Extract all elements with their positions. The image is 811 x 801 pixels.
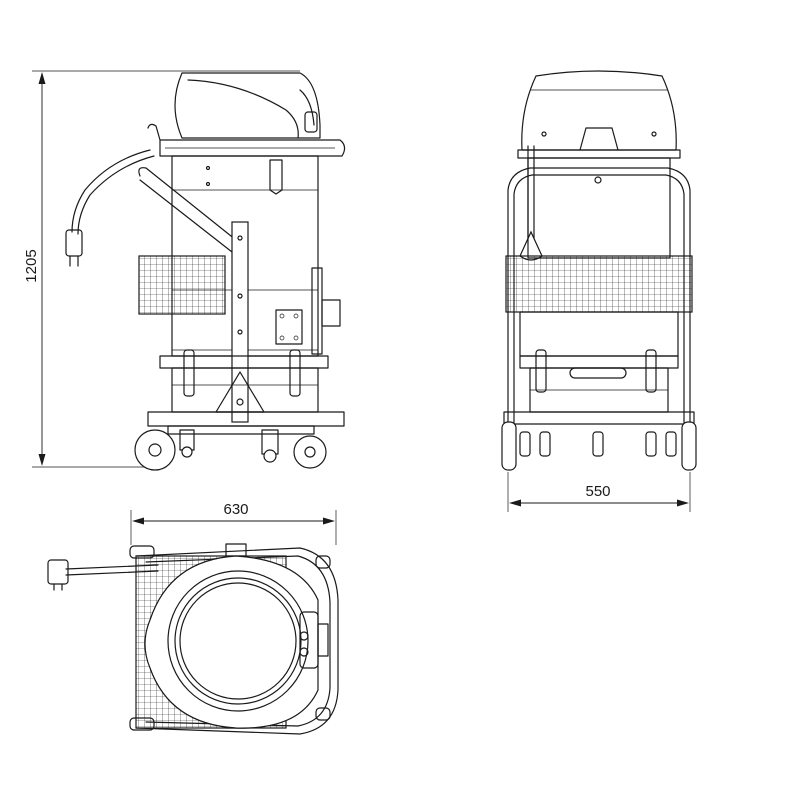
front-base [501,411,697,471]
side-base [134,411,345,471]
front-left-wheel [501,421,517,471]
front-lower-drum [519,311,679,413]
length-dimension: 630 [130,501,337,545]
height-dimension: 1205 [23,70,300,468]
side-handle [138,167,265,423]
front-head [517,70,681,159]
front-view: 550 [501,70,697,512]
width-label: 550 [585,483,610,500]
side-big-wheel [134,429,176,471]
side-view: 1205 [23,70,346,471]
front-hose [519,145,543,261]
front-right-wheel [681,421,697,471]
power-cable [65,123,161,267]
width-dimension: 550 [507,472,691,512]
top-lid [144,555,329,729]
side-head [159,72,346,157]
side-rear-wheel [293,435,327,469]
front-basket [505,255,693,313]
side-basket [138,255,226,315]
top-view: 630 [47,501,339,735]
height-label: 1205 [23,249,40,282]
length-label: 630 [223,501,248,518]
